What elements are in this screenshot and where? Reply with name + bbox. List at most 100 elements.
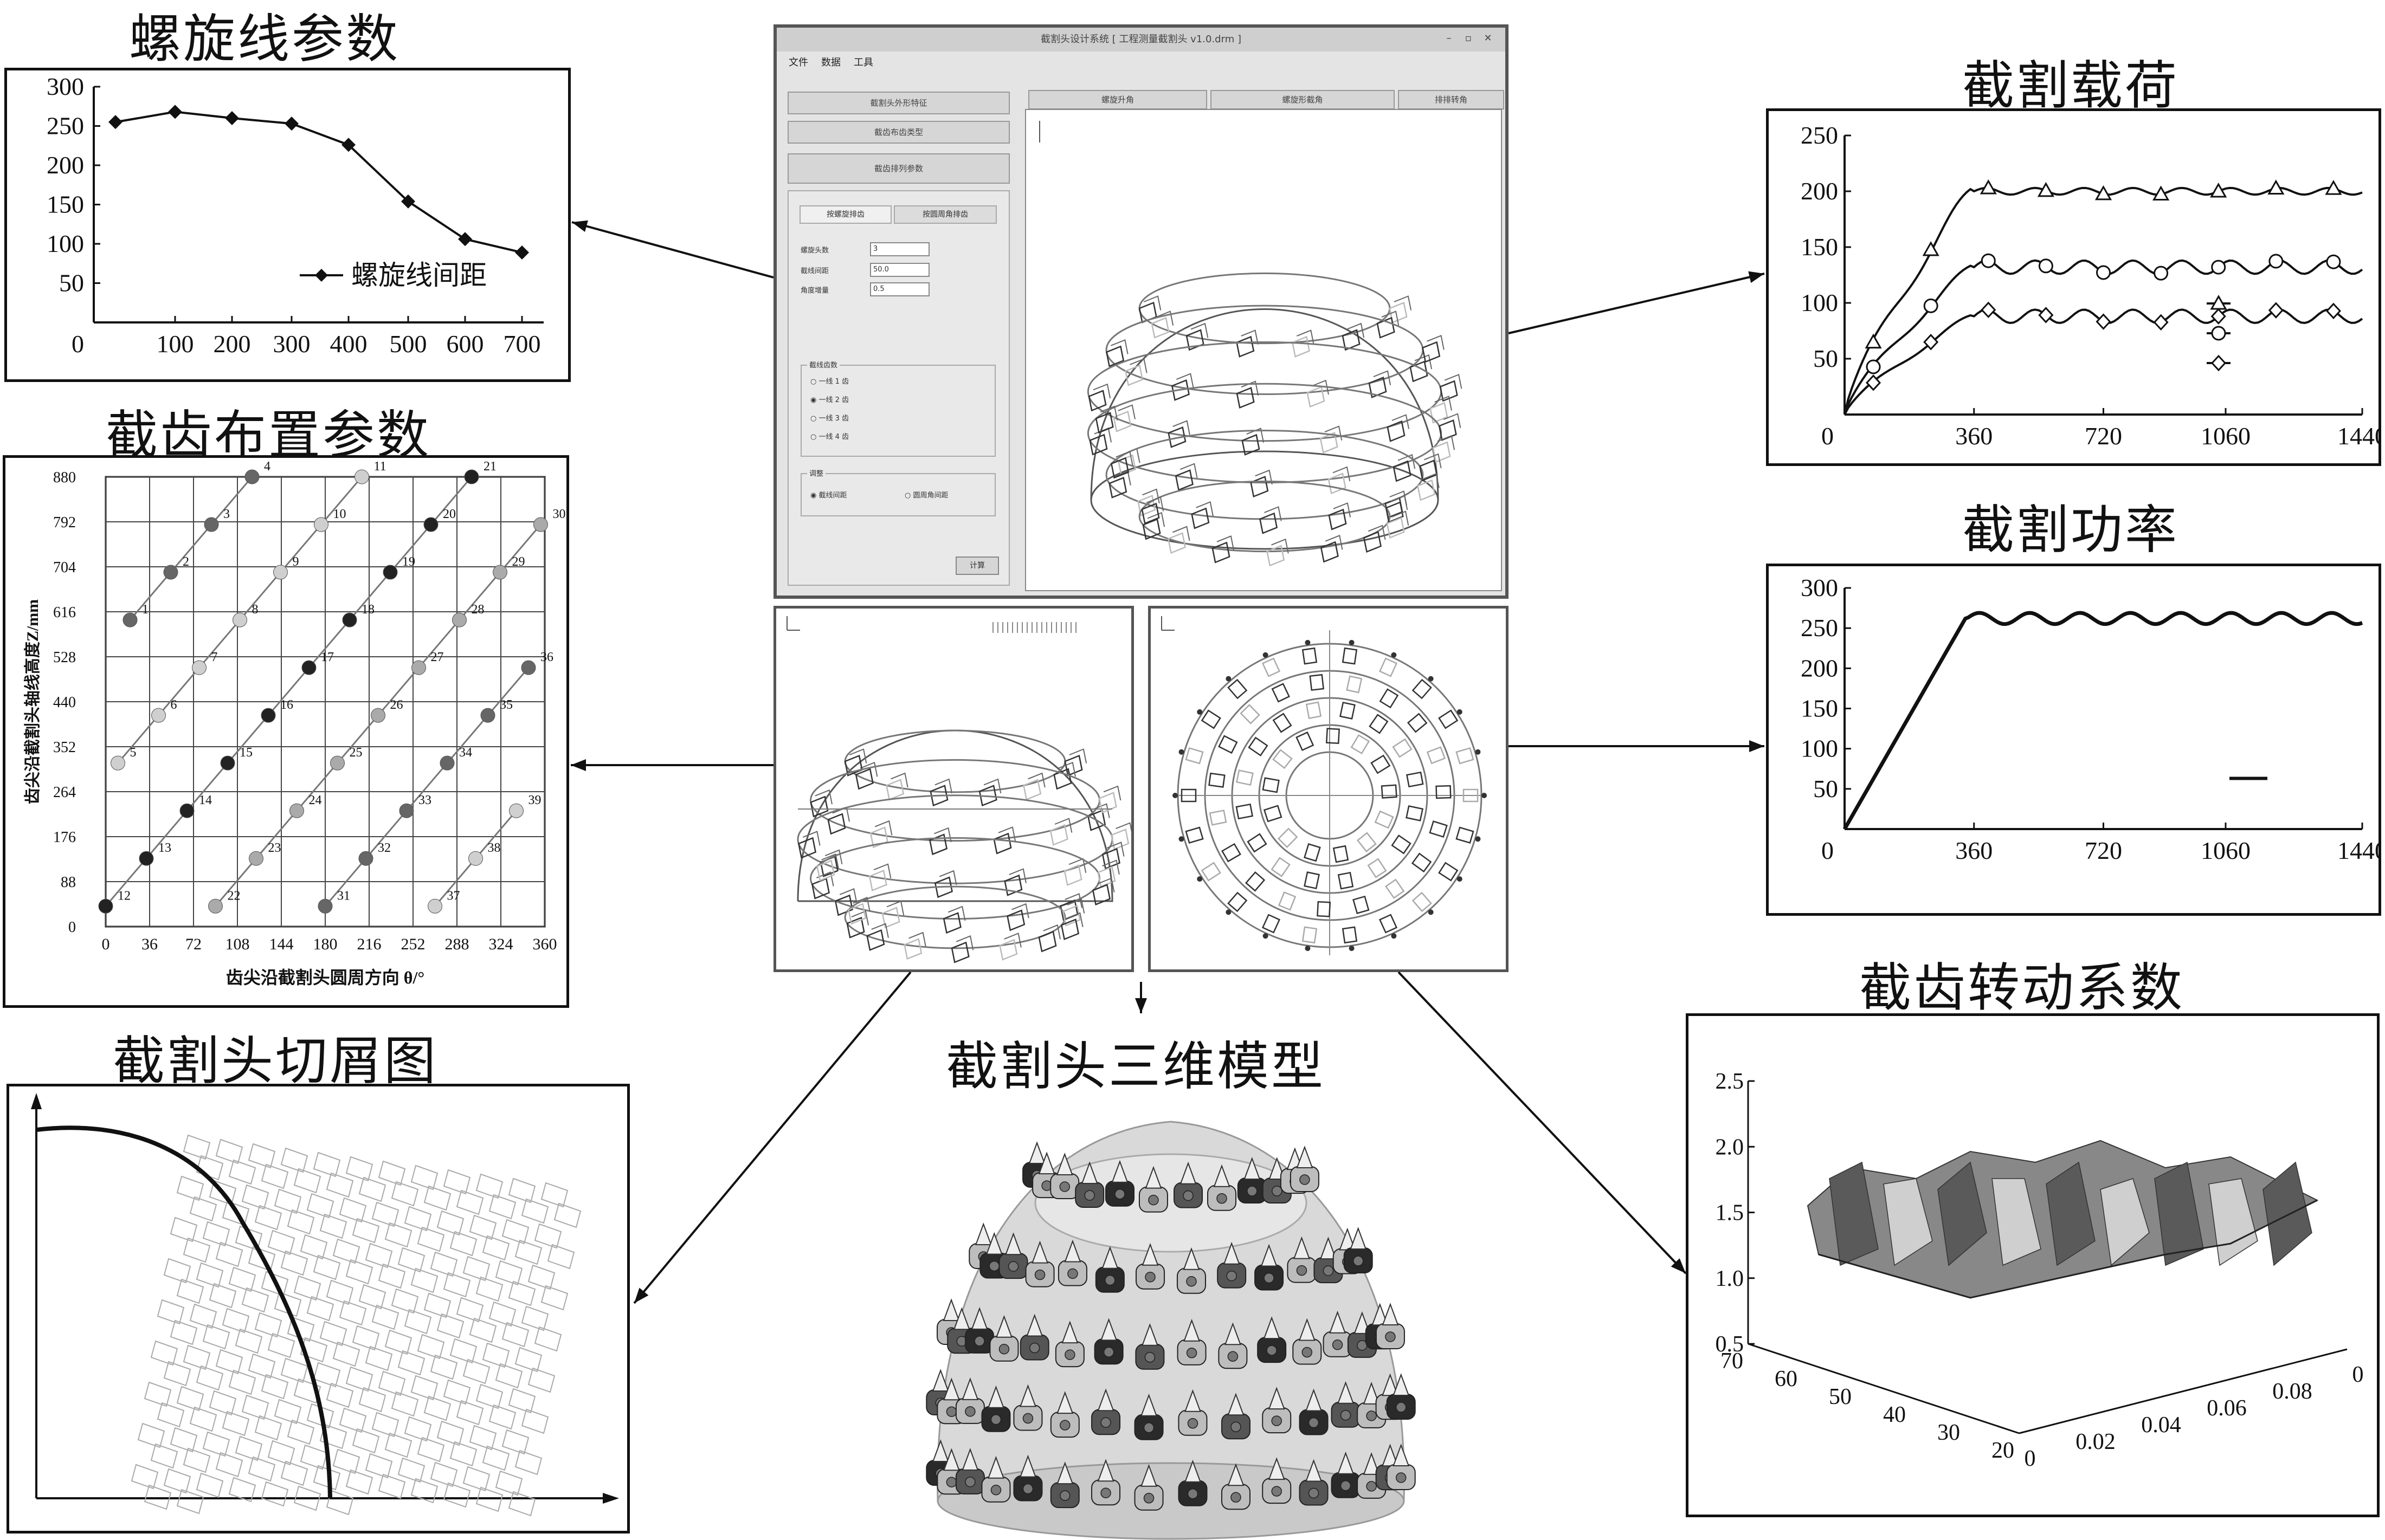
load-series-line <box>1843 259 2363 415</box>
marker-diamond <box>2268 302 2284 319</box>
tooth-point <box>452 612 467 627</box>
pick-bolt <box>1247 1186 1258 1196</box>
radio-circle-spacing[interactable]: ○ 圆周角间距 <box>905 491 949 500</box>
tooth-label: 19 <box>402 555 415 569</box>
data-point <box>225 111 239 125</box>
tab-helix-angle[interactable]: 螺旋升角 <box>1028 90 1207 109</box>
tooth-label: 18 <box>362 603 375 617</box>
chip-cell <box>443 1379 471 1405</box>
maximize-icon[interactable]: ▫ <box>1465 33 1472 44</box>
chip-cell <box>345 1156 373 1182</box>
chip-cell <box>202 1431 230 1457</box>
chip-cell <box>436 1210 465 1236</box>
tooth-wire-back <box>1241 380 1259 396</box>
pick-tip <box>1179 1161 1197 1185</box>
chip-cell <box>157 1402 185 1428</box>
chip-cell <box>144 1381 172 1407</box>
pick-tip <box>1020 1454 1036 1478</box>
tooth-point <box>521 660 536 675</box>
tooth-wire-back <box>839 888 858 903</box>
tab-helix-cut-angle[interactable]: 螺旋形截角 <box>1210 90 1395 109</box>
menu-tools[interactable]: 工具 <box>854 57 873 68</box>
pick-tip <box>1227 1393 1245 1416</box>
tooth-wire <box>1181 788 1197 803</box>
tab-by-helix[interactable]: 按螺旋排齿 <box>800 205 892 224</box>
tooth-type-button[interactable]: 截齿布齿类型 <box>788 121 1010 144</box>
head-top <box>1034 1153 1307 1253</box>
line-spacing-select[interactable]: 50.0 <box>870 263 930 277</box>
chip-cell <box>410 1478 439 1504</box>
tooth-label: 10 <box>333 507 346 521</box>
marker-triangle <box>2037 182 2054 197</box>
tooth-wire <box>1125 364 1144 386</box>
tooth-wire <box>1376 316 1395 339</box>
pick-tip <box>932 1369 949 1392</box>
radio-one-tooth[interactable]: ○ 一线 1 齿 <box>810 378 849 386</box>
chip-cell <box>508 1491 536 1517</box>
tooth-wire <box>1342 647 1358 665</box>
menu-data[interactable]: 数据 <box>821 57 841 68</box>
radio-four-teeth[interactable]: ○ 一线 4 齿 <box>810 433 849 441</box>
chip-cell <box>495 1260 523 1286</box>
tooth-wire-back <box>1427 335 1445 350</box>
chip-cell <box>280 1460 308 1486</box>
chip-cell <box>228 1266 256 1292</box>
y-tick-label: 150 <box>1801 695 1838 722</box>
chip-cell <box>501 1219 530 1245</box>
tooth-wire-back <box>1391 414 1410 429</box>
tooth-wire <box>1406 805 1424 821</box>
tooth-label: 4 <box>264 460 270 474</box>
x-tick-label: 720 <box>2085 422 2122 450</box>
close-icon[interactable]: ✕ <box>1484 33 1492 44</box>
tooth-point <box>249 851 263 866</box>
calculate-button[interactable]: 计算 <box>956 557 999 575</box>
chip-cell <box>326 1490 354 1516</box>
tab-by-circle[interactable]: 按圆周角排齿 <box>894 205 997 224</box>
chip-cell <box>397 1247 426 1273</box>
menu-file[interactable]: 文件 <box>789 57 808 68</box>
marker-circle <box>2096 265 2111 280</box>
x-tick-label: 20 <box>1991 1438 2014 1463</box>
pick-tip <box>1061 1321 1079 1344</box>
chip-cell <box>404 1416 432 1442</box>
pick-bolt <box>1100 1487 1111 1498</box>
tooth-point <box>139 851 154 866</box>
load-series-line <box>1843 186 2363 415</box>
chip-cell <box>280 1147 308 1173</box>
arrangement-params-button[interactable]: 截齿排列参数 <box>788 153 1010 184</box>
angle-step-input[interactable]: 0.5 <box>870 282 930 296</box>
pick-bolt <box>1271 1486 1282 1497</box>
tooth-wire <box>1378 914 1398 934</box>
legend-marker <box>2211 326 2226 341</box>
edge-dot <box>1349 639 1355 645</box>
marker-circle <box>2326 254 2341 269</box>
tooth-wire <box>1247 833 1267 853</box>
tooth-wire <box>1111 828 1130 850</box>
radio-three-teeth[interactable]: ○ 一线 3 齿 <box>810 415 849 423</box>
helix-line <box>324 667 530 907</box>
tooth-wire-back <box>1176 373 1194 388</box>
pick-tip <box>943 1377 960 1401</box>
tooth-wire-back <box>1147 512 1165 527</box>
helix-count-select[interactable]: 3 <box>870 242 930 256</box>
tooth-wire <box>1417 479 1436 501</box>
pick-bolt <box>1114 1188 1125 1200</box>
pick-tip <box>1243 1157 1261 1180</box>
minimize-icon[interactable]: – <box>1446 33 1452 44</box>
tooth-point <box>493 565 507 580</box>
chip-cell <box>482 1235 510 1261</box>
marker-diamond <box>1981 301 1996 319</box>
radio-two-teeth[interactable]: ◉ 一线 2 齿 <box>810 396 849 404</box>
chip-cell <box>475 1383 504 1409</box>
pick-tip <box>962 1448 979 1471</box>
model3d-title: 截割头三维模型 <box>946 1036 1325 1097</box>
radio-line-spacing[interactable]: ◉ 截线间距 <box>810 491 847 500</box>
chip-cell <box>352 1218 380 1244</box>
tooth-wire-back <box>821 853 839 869</box>
tooth-wire <box>1271 683 1290 703</box>
chip-cell <box>521 1408 549 1434</box>
tab-row-angle[interactable]: 排排转角 <box>1398 90 1504 109</box>
chip-cell <box>469 1214 497 1240</box>
shape-features-button[interactable]: 截割头外形特征 <box>788 92 1010 114</box>
chip-cell <box>248 1456 276 1482</box>
